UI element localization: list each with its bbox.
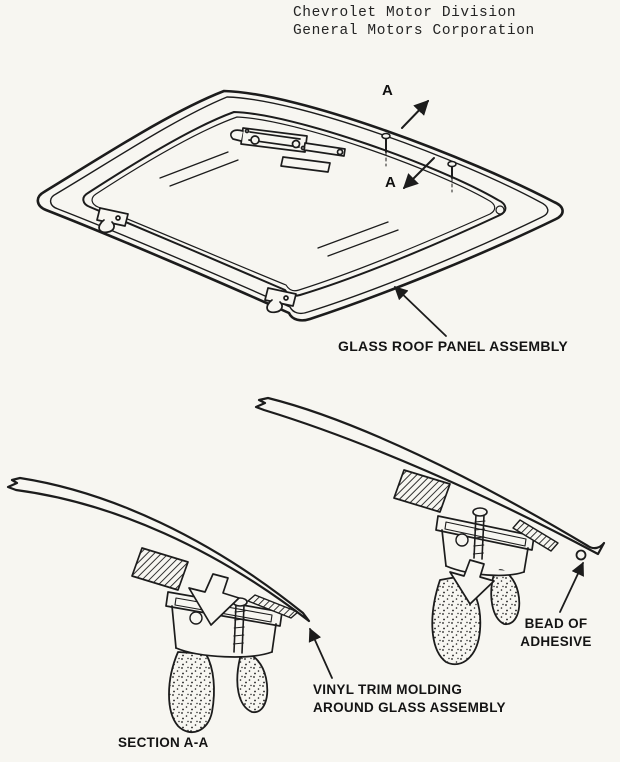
- label-vinyl-trim-molding: VINYL TRIM MOLDING: [313, 682, 463, 697]
- hatched-retainer: [393, 469, 451, 513]
- stipple-blob: [168, 651, 215, 734]
- leader-glass-roof: [394, 286, 447, 337]
- hatched-retainer: [131, 547, 189, 591]
- header-line2: General Motors Corporation: [293, 23, 535, 39]
- bolt: [472, 507, 488, 560]
- label-bead-of: BEAD OF: [524, 616, 588, 631]
- rubber-seal: [188, 573, 240, 626]
- leader-bead: [559, 561, 584, 613]
- label-adhesive: ADHESIVE: [520, 634, 592, 649]
- glass-reflection-marks: [159, 151, 399, 257]
- stipple-blob: [236, 653, 269, 713]
- label-glass-roof-panel-assembly: GLASS ROOF PANEL ASSEMBLY: [338, 338, 568, 354]
- latch-mechanism: [230, 127, 346, 173]
- edge-latch-left: [96, 207, 129, 234]
- rubber-seal: [449, 559, 495, 605]
- section-mark-a-top: A: [382, 82, 393, 99]
- channel-bracket: [435, 515, 535, 577]
- section-arrow-bottom: [402, 157, 435, 190]
- leader-vinyl-trim: [308, 627, 333, 679]
- header-line1: Chevrolet Motor Division: [293, 5, 517, 21]
- section-aa-left-drawing: [6, 476, 311, 734]
- adhesive-bead: [575, 549, 587, 561]
- section-aa-right-drawing: [254, 396, 606, 679]
- label-section-a-a: SECTION A-A: [118, 735, 209, 750]
- corner-detail: [495, 205, 505, 215]
- roof-skin-strip: [6, 476, 311, 623]
- roof-skin-strip: [254, 396, 606, 556]
- bolt: [232, 597, 248, 654]
- hatched-trim-edge: [512, 519, 559, 552]
- hatched-trim-edge: [247, 594, 299, 619]
- section-arrow-top: [401, 99, 430, 129]
- edge-latch-bottom: [264, 287, 297, 314]
- roof-panel-drawing: [36, 89, 564, 337]
- label-around-glass-assembly: AROUND GLASS ASSEMBLY: [313, 700, 506, 715]
- screw-pin-1: [381, 132, 391, 167]
- screw-pin-2: [447, 160, 457, 193]
- section-mark-a-bottom: A: [385, 174, 396, 191]
